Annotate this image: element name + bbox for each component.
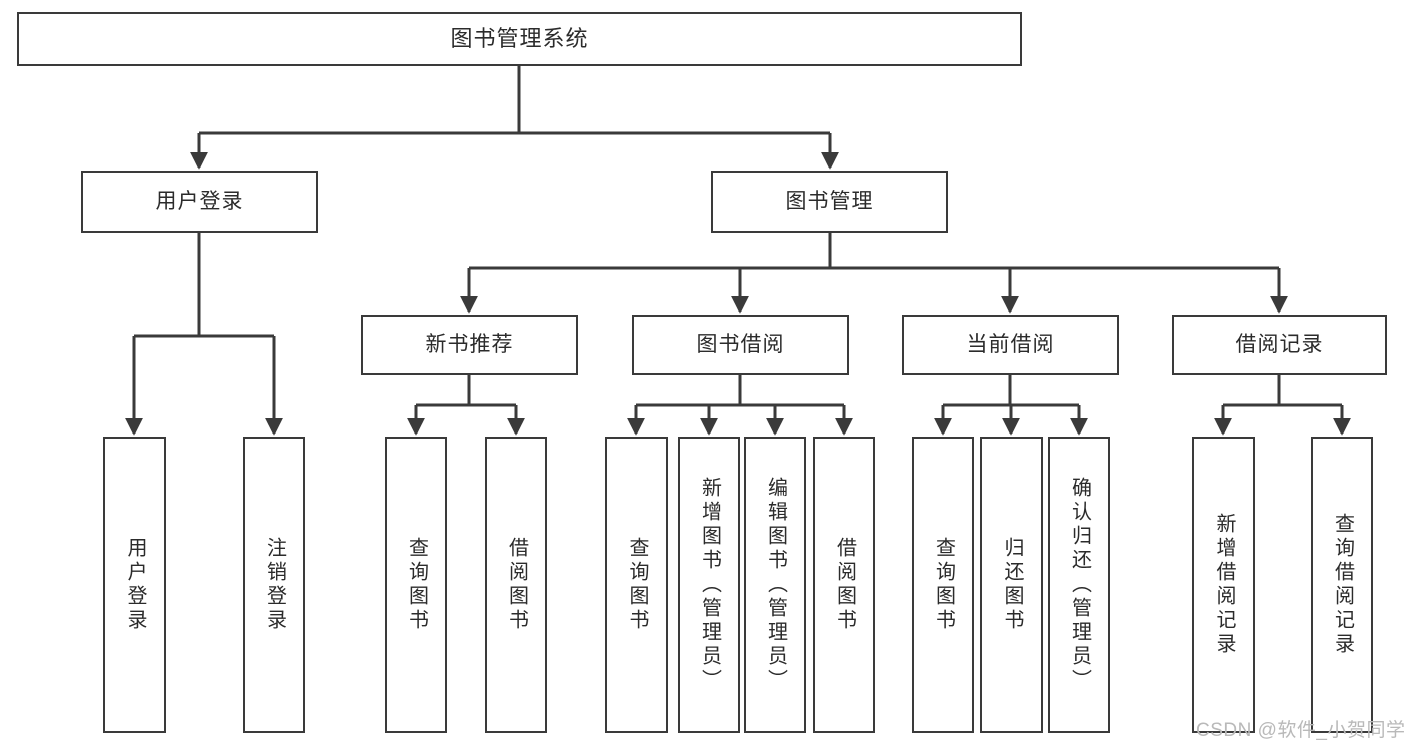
edge-root-to-level2 — [190, 66, 839, 170]
node-leaf-query-borrow-record[interactable]: 查询借阅记录 — [1311, 437, 1373, 733]
edge-borrow-record-to-leaves — [1214, 375, 1351, 436]
node-leaf-borrow-book-2[interactable]: 借阅图书 — [813, 437, 875, 733]
edge-current-borrow-to-leaves — [934, 375, 1088, 436]
edge-new-book-rec-to-leaves — [407, 375, 525, 436]
node-current-borrow[interactable]: 当前借阅 — [902, 315, 1119, 375]
edge-book-manage-to-submodules — [460, 233, 1288, 314]
node-leaf-return-book[interactable]: 归还图书 — [980, 437, 1043, 733]
edge-user-login-to-leaves — [125, 233, 283, 436]
node-leaf-add-book[interactable]: 新增图书（管理员） — [678, 437, 740, 733]
node-book-borrow[interactable]: 图书借阅 — [632, 315, 849, 375]
node-leaf-query-book-1[interactable]: 查询图书 — [385, 437, 447, 733]
node-leaf-confirm-return[interactable]: 确认归还（管理员） — [1048, 437, 1110, 733]
node-book-manage[interactable]: 图书管理 — [711, 171, 948, 233]
node-leaf-edit-book[interactable]: 编辑图书（管理员） — [744, 437, 806, 733]
node-leaf-user-login[interactable]: 用户登录 — [103, 437, 166, 733]
node-new-book-recommend[interactable]: 新书推荐 — [361, 315, 578, 375]
node-leaf-logout[interactable]: 注销登录 — [243, 437, 305, 733]
node-leaf-add-borrow-record[interactable]: 新增借阅记录 — [1192, 437, 1255, 733]
node-root[interactable]: 图书管理系统 — [17, 12, 1022, 66]
node-borrow-record[interactable]: 借阅记录 — [1172, 315, 1387, 375]
csdn-watermark: CSDN @软件_小贺同学 — [1196, 720, 1405, 741]
node-leaf-borrow-book-1[interactable]: 借阅图书 — [485, 437, 547, 733]
edge-book-borrow-to-leaves — [627, 375, 853, 436]
node-user-login[interactable]: 用户登录 — [81, 171, 318, 233]
node-leaf-query-book-3[interactable]: 查询图书 — [912, 437, 974, 733]
node-leaf-query-book-2[interactable]: 查询图书 — [605, 437, 668, 733]
